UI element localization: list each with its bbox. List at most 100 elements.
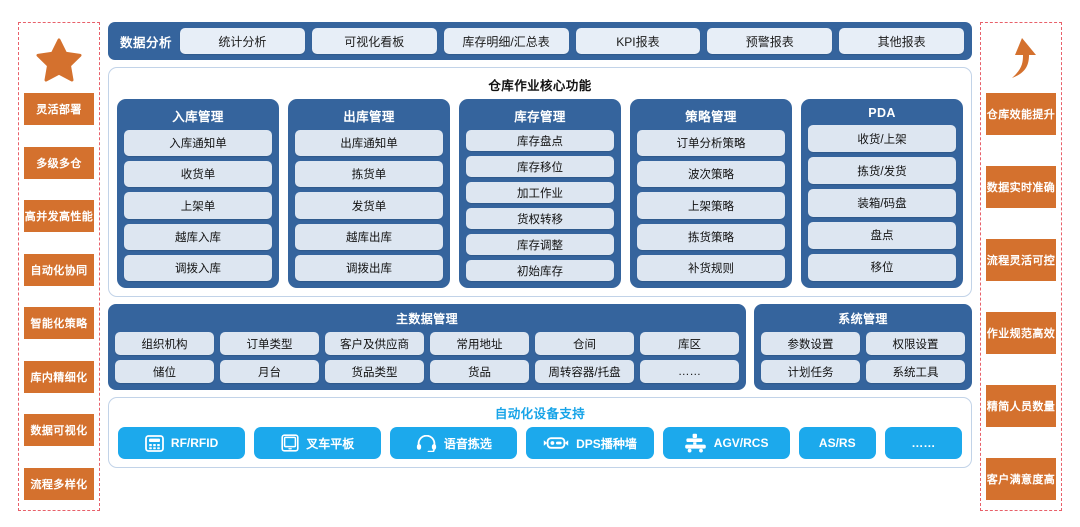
master-data-item-label: 货品类型 xyxy=(351,366,398,379)
core-item[interactable]: 补货规则 xyxy=(637,254,785,282)
master-data-item[interactable]: 库区 xyxy=(640,332,739,355)
master-data-item[interactable]: …… xyxy=(640,360,739,383)
core-item[interactable]: 移位 xyxy=(808,253,956,282)
core-item[interactable]: 越库入库 xyxy=(124,223,272,250)
core-item[interactable]: 出库通知单 xyxy=(295,130,443,157)
sidebar-item-left-5[interactable]: 库内精细化 xyxy=(24,360,94,393)
master-data-item[interactable]: 月台 xyxy=(220,360,319,383)
core-item[interactable]: 波次策略 xyxy=(637,161,785,188)
nav-button-label: 预警报表 xyxy=(745,34,794,49)
sidebar-item-right-3[interactable]: 作业规范高效 xyxy=(986,312,1056,354)
core-item-label: 装箱/码盘 xyxy=(857,198,907,210)
system-management-item[interactable]: 参数设置 xyxy=(761,332,860,355)
core-item[interactable]: 货权转移 xyxy=(466,208,614,229)
system-management-item[interactable]: 系统工具 xyxy=(866,360,965,383)
core-item[interactable]: 订单分析策略 xyxy=(637,130,785,157)
master-data-item-label: 库区 xyxy=(678,338,701,351)
automation-button-voice-picking[interactable]: 语音拣选 xyxy=(390,427,518,459)
automation-panel: 自动化设备支持 xyxy=(108,397,972,468)
core-item[interactable]: 调拨入库 xyxy=(124,254,272,282)
automation-button-agv-rcs[interactable]: AGV/RCS xyxy=(662,427,790,459)
system-management-item[interactable]: 计划任务 xyxy=(761,360,860,383)
sidebar-item-left-3[interactable]: 自动化协同 xyxy=(24,253,94,286)
core-item[interactable]: 库存调整 xyxy=(466,234,614,255)
master-data-item[interactable]: 组织机构 xyxy=(115,332,214,355)
nav-button-label: 库存明细/汇总表 xyxy=(462,34,550,49)
core-item-label: 盘点 xyxy=(870,230,894,243)
core-item-label: 库存调整 xyxy=(517,239,563,252)
master-data-item-label: 货品 xyxy=(468,366,491,379)
core-item[interactable]: 上架策略 xyxy=(637,192,785,219)
nav-button-statistics[interactable]: 统计分析 xyxy=(180,28,305,54)
nav-button-label: 其他报表 xyxy=(877,34,926,49)
system-management-panel: 系统管理 参数设置 权限设置 计划任务 系统工具 xyxy=(754,304,972,390)
master-data-item[interactable]: 货品类型 xyxy=(325,360,424,383)
sidebar-item-left-6[interactable]: 数据可视化 xyxy=(24,414,94,447)
sidebar-item-left-1[interactable]: 多级多仓 xyxy=(24,146,94,179)
system-management-title: 系统管理 xyxy=(838,312,888,326)
sidebar-item-left-0[interactable]: 灵活部署 xyxy=(24,93,94,125)
sidebar-item-right-1[interactable]: 数据实时准确 xyxy=(986,166,1056,208)
column-items: 入库通知单 收货单 上架单 越库入库 调拨入库 xyxy=(124,130,272,282)
core-item[interactable]: 初始库存 xyxy=(466,260,614,281)
core-item[interactable]: 库存移位 xyxy=(466,156,614,177)
core-item[interactable]: 盘点 xyxy=(808,221,956,249)
nav-button-inventory-detail[interactable]: 库存明细/汇总表 xyxy=(443,28,569,54)
master-data-item[interactable]: 货品 xyxy=(430,360,529,383)
nav-button-alert-report[interactable]: 预警报表 xyxy=(707,28,833,54)
nav-button-dashboard[interactable]: 可视化看板 xyxy=(311,28,437,54)
automation-button-dps-wall[interactable]: DPS播种墙 xyxy=(526,427,654,459)
master-data-item[interactable]: 客户及供应商 xyxy=(325,332,424,355)
core-item[interactable]: 发货单 xyxy=(295,192,443,219)
core-item-label: 加工作业 xyxy=(517,187,563,200)
master-data-item[interactable]: 周转容器/托盘 xyxy=(535,360,634,383)
system-management-item[interactable]: 权限设置 xyxy=(866,332,965,355)
core-item-label: 入库通知单 xyxy=(169,138,227,151)
automation-button-label: AGV/RCS xyxy=(713,436,769,450)
automation-button-more[interactable]: …… xyxy=(884,427,962,459)
core-item[interactable]: 拣货单 xyxy=(295,161,443,188)
core-item-label: 发货单 xyxy=(351,200,387,213)
master-data-item[interactable]: 常用地址 xyxy=(430,332,529,355)
master-data-item[interactable]: 订单类型 xyxy=(220,332,319,355)
core-item-label: 越库入库 xyxy=(175,231,221,244)
core-column-strategy: 策略管理 订单分析策略 波次策略 上架策略 拣货策略 补货规则 xyxy=(630,99,792,288)
data-analysis-label: 数据分析 xyxy=(120,35,173,50)
automation-button-rf-rfid[interactable]: RF/RFID xyxy=(118,427,246,459)
left-sidebar-list: 灵活部署 多级多仓 高并发高性能 自动化协同 智能化策略 库内精细化 数据可视化… xyxy=(24,91,94,502)
core-item[interactable]: 越库出库 xyxy=(295,223,443,250)
sidebar-item-left-4[interactable]: 智能化策略 xyxy=(24,307,94,340)
nav-button-other-report[interactable]: 其他报表 xyxy=(839,28,964,54)
sidebar-item-right-4[interactable]: 精简人员数量 xyxy=(986,385,1056,427)
sidebar-item-left-7[interactable]: 流程多样化 xyxy=(24,467,94,500)
core-item[interactable]: 收货单 xyxy=(124,161,272,188)
core-item[interactable]: 收货/上架 xyxy=(808,125,956,153)
core-item-label: 货权转移 xyxy=(517,213,563,226)
core-item[interactable]: 拣货/发货 xyxy=(808,157,956,185)
dps-display-icon xyxy=(543,436,569,450)
core-item[interactable]: 上架单 xyxy=(124,192,272,219)
core-item[interactable]: 调拨出库 xyxy=(295,254,443,282)
automation-button-as-rs[interactable]: AS/RS xyxy=(798,427,876,459)
sidebar-item-right-2[interactable]: 流程灵活可控 xyxy=(986,239,1056,281)
sidebar-item-label: 高并发高性能 xyxy=(24,211,94,224)
sidebar-item-right-5[interactable]: 客户满意度高 xyxy=(986,458,1056,500)
master-data-row: 组织机构 订单类型 客户及供应商 常用地址 仓间 库区 xyxy=(115,332,739,355)
rf-scanner-icon xyxy=(145,434,164,452)
core-item-label: 收货/上架 xyxy=(857,133,907,146)
core-item[interactable]: 装箱/码盘 xyxy=(808,189,956,217)
automation-button-forklift-tablet[interactable]: 叉车平板 xyxy=(254,427,382,459)
core-item-label: 库存移位 xyxy=(517,161,563,174)
core-item[interactable]: 库存盘点 xyxy=(466,130,614,151)
master-data-item[interactable]: 储位 xyxy=(115,360,214,383)
core-item[interactable]: 入库通知单 xyxy=(124,130,272,157)
sidebar-item-left-2[interactable]: 高并发高性能 xyxy=(24,200,94,233)
core-item[interactable]: 加工作业 xyxy=(466,182,614,203)
sidebar-item-right-0[interactable]: 仓库效能提升 xyxy=(986,93,1056,135)
automation-button-label: AS/RS xyxy=(818,436,856,450)
nav-button-kpi-report[interactable]: KPI报表 xyxy=(575,28,701,54)
core-item[interactable]: 拣货策略 xyxy=(637,223,785,250)
sidebar-item-label: 流程多样化 xyxy=(30,478,88,491)
master-data-item[interactable]: 仓间 xyxy=(535,332,634,355)
